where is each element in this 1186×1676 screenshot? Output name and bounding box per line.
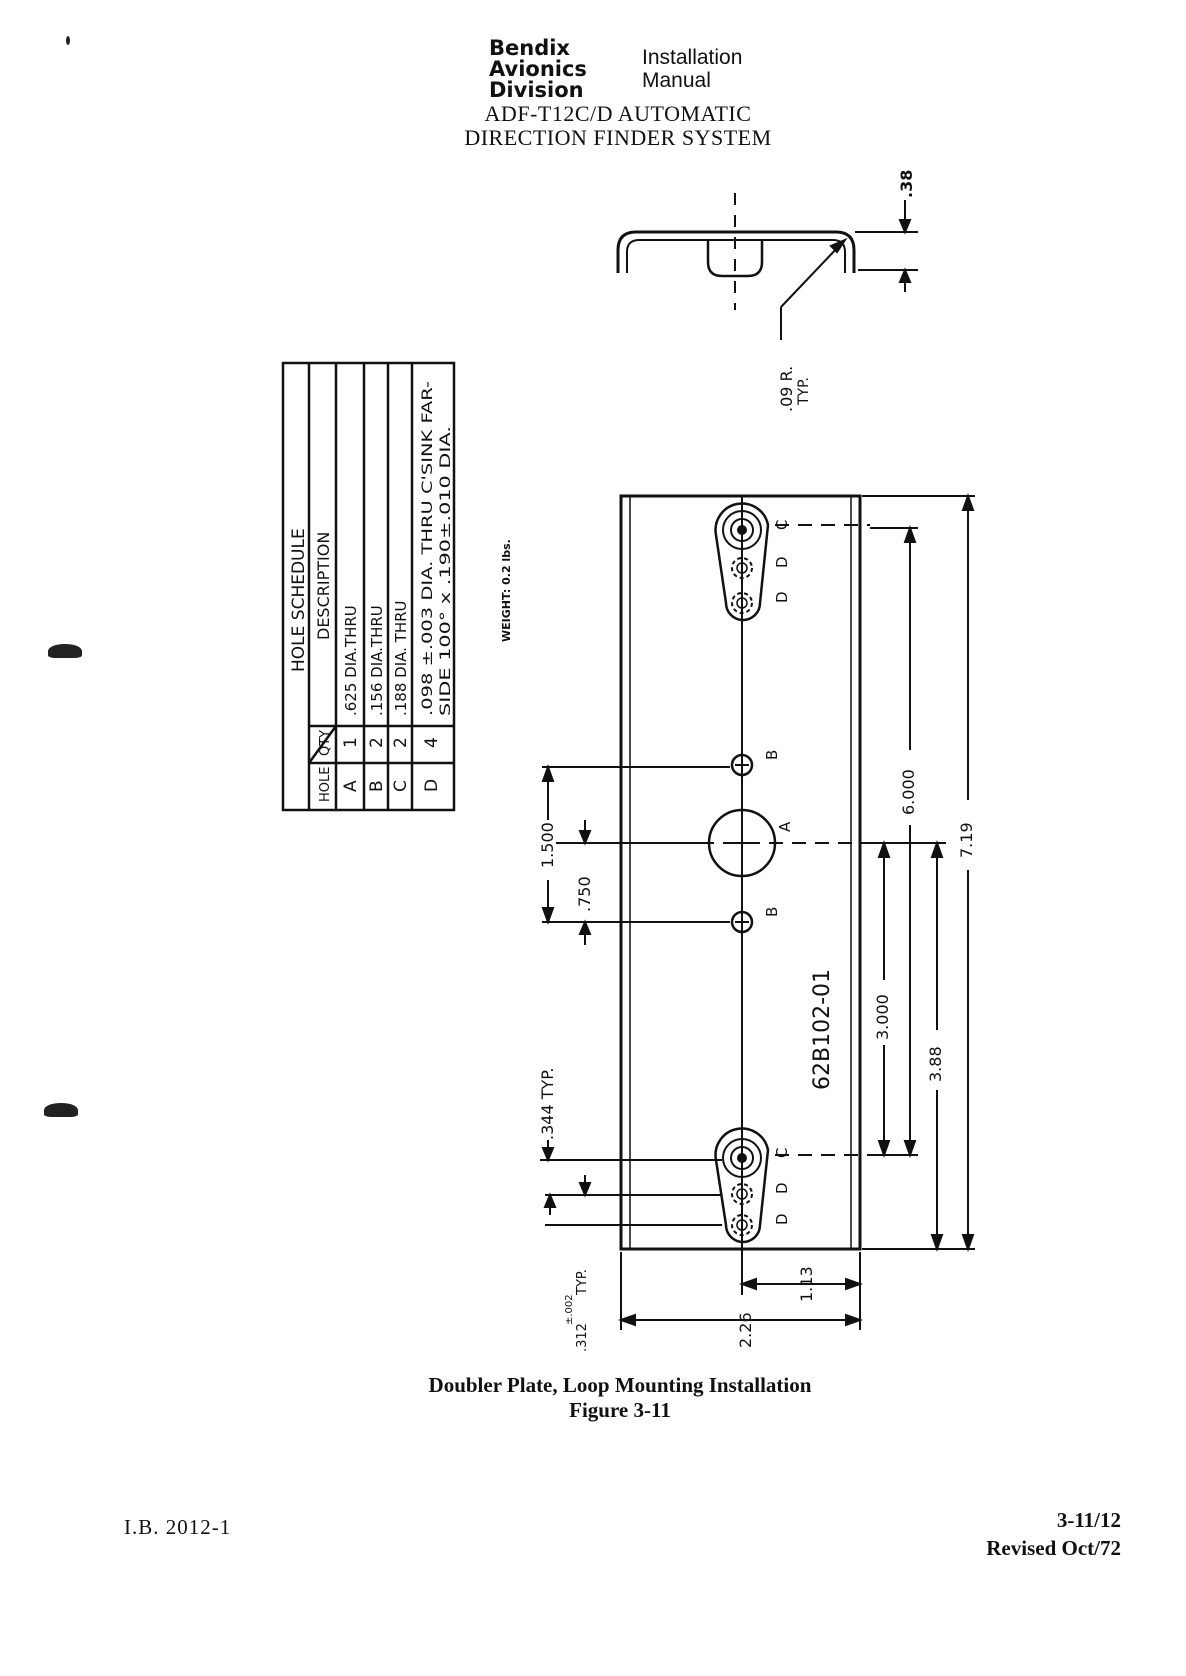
dim-6000: 6.000 — [899, 769, 918, 815]
dim-388: 3.88 — [926, 1046, 945, 1082]
label-hole-d-lower-1: D — [773, 1182, 791, 1194]
row-c-description: .188 DIA. THRU — [392, 600, 410, 716]
title-line-1: ADF-T12C/D AUTOMATIC — [484, 101, 752, 126]
row-d-qty: 4 — [422, 737, 442, 748]
caption-line-1: Doubler Plate, Loop Mounting Installatio… — [428, 1373, 812, 1397]
dim-312: .312 — [575, 1323, 590, 1352]
row-b-qty: 2 — [367, 737, 387, 748]
hole-schedule-title: HOLE SCHEDULE — [289, 528, 309, 672]
dim-719: 7.19 — [957, 822, 976, 858]
dim-226: 2.26 — [736, 1312, 755, 1348]
footer-document-id: I.B. 2012-1 — [124, 1515, 232, 1539]
row-b-description: .156 DIA.THRU — [368, 605, 386, 716]
row-c-hole: C — [391, 780, 411, 792]
footer-revision: Revised Oct/72 — [986, 1536, 1121, 1560]
dim-312-typ: TYP. — [575, 1269, 590, 1296]
row-a-description: .625 DIA.THRU — [342, 605, 360, 716]
dim-radius: .09 R. — [777, 366, 796, 412]
dim-750: .750 — [575, 876, 594, 912]
brand-line-3: Division — [489, 78, 584, 102]
manual-line-2: Manual — [642, 69, 711, 92]
manual-line-1: Installation — [642, 46, 743, 69]
manual-label: Installation Manual — [642, 46, 742, 92]
part-number: 62B102-01 — [810, 969, 835, 1090]
dim-312-tolerance: ±.002 — [564, 1294, 575, 1325]
document-title: ADF-T12C/D AUTOMATIC DIRECTION FINDER SY… — [0, 102, 1186, 150]
binder-hole-mark-upper — [48, 644, 82, 658]
brand-block: Bendix Avionics Division — [489, 38, 587, 101]
hole-schedule-table — [281, 361, 456, 812]
dim-1500: 1.500 — [538, 822, 557, 868]
hole-b-lower — [730, 910, 754, 934]
row-d-description-line2: SIDE 100° x .190±.010 DIA. — [438, 426, 454, 716]
column-qty: QTY — [318, 730, 333, 756]
column-hole: HOLE — [318, 767, 333, 802]
label-hole-d-upper-1: D — [773, 556, 791, 568]
figure-caption: Doubler Plate, Loop Mounting Installatio… — [0, 1373, 1186, 1423]
row-a-hole: A — [341, 780, 361, 792]
dim-113: 1.13 — [797, 1266, 816, 1302]
label-hole-d-upper-2: D — [773, 591, 791, 603]
row-c-qty: 2 — [391, 737, 411, 748]
dim-radius-typ: TYP. — [796, 377, 812, 406]
plate-front-view — [619, 494, 870, 1251]
column-description: DESCRIPTION — [314, 532, 333, 640]
caption-line-2: Figure 3-11 — [569, 1398, 671, 1422]
hole-b-upper — [730, 753, 754, 777]
upper-nutplate — [714, 502, 770, 622]
row-b-hole: B — [367, 780, 387, 792]
bottom-dimensions — [618, 1230, 863, 1330]
weight-note: WEIGHT: 0.2 lbs. — [500, 539, 513, 642]
right-dimensions — [862, 493, 975, 1252]
left-dimensions — [540, 764, 730, 1226]
row-d-description: .098 ±.003 DIA. THRU C'SINK FAR- — [420, 381, 436, 716]
label-hole-c-upper: C — [773, 520, 791, 530]
row-d-hole: D — [422, 779, 442, 792]
side-profile-view — [616, 193, 918, 340]
title-line-2: DIRECTION FINDER SYSTEM — [464, 125, 772, 150]
label-hole-d-lower-2: D — [773, 1213, 791, 1225]
dim-height: .38 — [897, 170, 916, 198]
brand-line-1: Bendix — [489, 36, 570, 60]
label-hole-b-upper: B — [763, 750, 781, 760]
footer-page-number: 3-11/12 — [1056, 1508, 1121, 1532]
footer-page-info: 3-11/12 Revised Oct/72 — [986, 1506, 1121, 1562]
row-a-qty: 1 — [341, 737, 361, 748]
scan-speck — [66, 36, 70, 45]
hole-a — [707, 808, 777, 878]
binder-hole-mark-lower — [44, 1103, 78, 1117]
label-hole-b-lower: B — [763, 907, 781, 917]
dim-3000: 3.000 — [873, 994, 892, 1040]
brand-line-2: Avionics — [489, 57, 587, 81]
label-hole-a: A — [776, 821, 794, 832]
label-hole-c-lower: C — [773, 1148, 791, 1158]
dim-344: .344 TYP. — [538, 1068, 557, 1141]
